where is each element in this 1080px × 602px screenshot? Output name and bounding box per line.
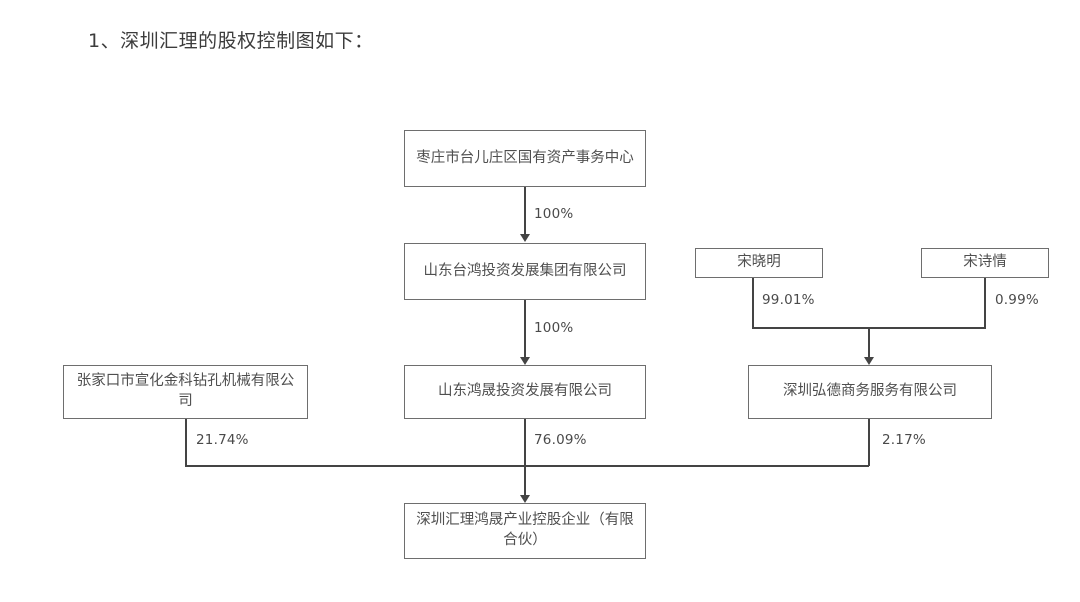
edge-bottom-merge-bar (185, 465, 869, 467)
edge-hongde-drop (868, 419, 870, 466)
edge-label-zaozhuang-to-taihong: 100% (534, 206, 574, 222)
edge-taihong-to-hongsheng (524, 300, 526, 358)
edge-label-song-xiaoming: 99.01% (762, 292, 815, 308)
edge-song-xiaoming-drop (752, 278, 754, 328)
node-zhangjiakou-jinke: 张家口市宣化金科钻孔机械有限公司 (63, 365, 308, 419)
page-heading: 1、深圳汇理的股权控制图如下： (88, 30, 374, 52)
node-label: 宋晓明 (737, 254, 781, 271)
node-label: 深圳弘德商务服务有限公司 (783, 383, 957, 400)
edge-label-hongde: 2.17% (882, 432, 926, 448)
node-label: 枣庄市台儿庄区国有资产事务中心 (416, 149, 634, 166)
edge-label-taihong-to-hongsheng: 100% (534, 320, 574, 336)
edge-label-zhangjiakou: 21.74% (196, 432, 249, 448)
edge-label-hongsheng: 76.09% (534, 432, 587, 448)
arrowhead-to-huili (520, 495, 530, 503)
node-zaozhuang-state-assets: 枣庄市台儿庄区国有资产事务中心 (404, 130, 646, 187)
edge-zhangjiakou-drop (185, 419, 187, 466)
arrowhead-zaozhuang-to-taihong (520, 234, 530, 242)
edge-song-shiqing-drop (984, 278, 986, 328)
node-label: 山东鸿晟投资发展有限公司 (438, 383, 612, 400)
edge-hongsheng-to-huili (524, 419, 526, 497)
edge-song-merge-to-hongde (868, 327, 870, 358)
node-shenzhen-huili-hongsheng: 深圳汇理鸿晟产业控股企业（有限合伙） (404, 503, 646, 559)
node-shandong-taihong: 山东台鸿投资发展集团有限公司 (404, 243, 646, 300)
node-label: 宋诗情 (963, 254, 1007, 271)
node-shandong-hongsheng: 山东鸿晟投资发展有限公司 (404, 365, 646, 419)
node-shenzhen-hongde: 深圳弘德商务服务有限公司 (748, 365, 992, 419)
arrowhead-taihong-to-hongsheng (520, 357, 530, 365)
node-label: 深圳汇理鸿晟产业控股企业（有限合伙） (416, 512, 634, 548)
node-song-shiqing: 宋诗情 (921, 248, 1049, 278)
edge-zaozhuang-to-taihong (524, 187, 526, 235)
edge-label-song-shiqing: 0.99% (995, 292, 1039, 308)
node-label: 山东台鸿投资发展集团有限公司 (423, 262, 627, 279)
arrowhead-song-to-hongde (864, 357, 874, 365)
node-song-xiaoming: 宋晓明 (695, 248, 823, 278)
node-label: 张家口市宣化金科钻孔机械有限公司 (76, 373, 295, 409)
